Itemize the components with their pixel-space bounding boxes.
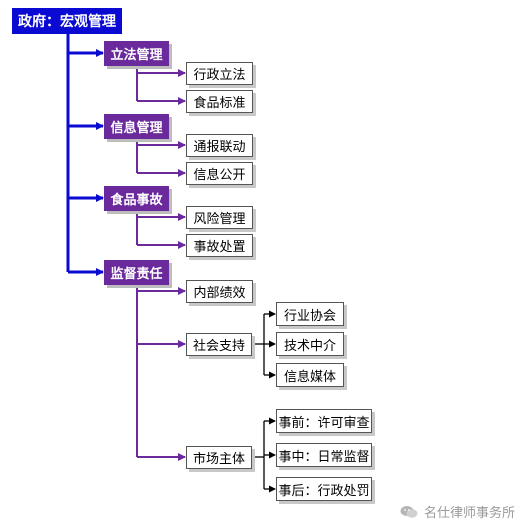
node-market-entities: 市场主体 bbox=[186, 446, 252, 469]
node-social-support: 社会支持 bbox=[186, 333, 252, 356]
leaf-notification-linkage: 通报联动 bbox=[186, 134, 253, 157]
leaf-information-disclosure: 信息公开 bbox=[186, 162, 253, 185]
leaf-during-daily-supervision: 事中：日常监督 bbox=[276, 443, 372, 467]
leaf-information-media: 信息媒体 bbox=[276, 363, 344, 387]
branch-incidents: 食品事故 bbox=[104, 186, 169, 211]
leaf-internal-performance: 内部绩效 bbox=[186, 280, 253, 303]
branch-supervision: 监督责任 bbox=[104, 260, 169, 285]
leaf-risk-management: 风险管理 bbox=[186, 206, 253, 229]
leaf-pre-licensing-review: 事前：许可审查 bbox=[276, 409, 372, 433]
leaf-administrative-legislation: 行政立法 bbox=[186, 62, 253, 85]
leaf-technical-intermediary: 技术中介 bbox=[276, 332, 344, 356]
wechat-icon bbox=[400, 505, 418, 518]
root-node: 政府：宏观管理 bbox=[12, 8, 122, 34]
branch-information: 信息管理 bbox=[104, 114, 169, 139]
watermark-text: 名仕律师事务所 bbox=[423, 506, 515, 521]
branch-legislation: 立法管理 bbox=[104, 41, 169, 66]
leaf-food-standards: 食品标准 bbox=[186, 90, 253, 113]
leaf-industry-association: 行业协会 bbox=[276, 302, 344, 326]
leaf-incident-handling: 事故处置 bbox=[186, 234, 253, 257]
leaf-post-administrative-penalty: 事后：行政处罚 bbox=[276, 477, 372, 501]
watermark: 名仕律师事务所 bbox=[400, 502, 515, 521]
